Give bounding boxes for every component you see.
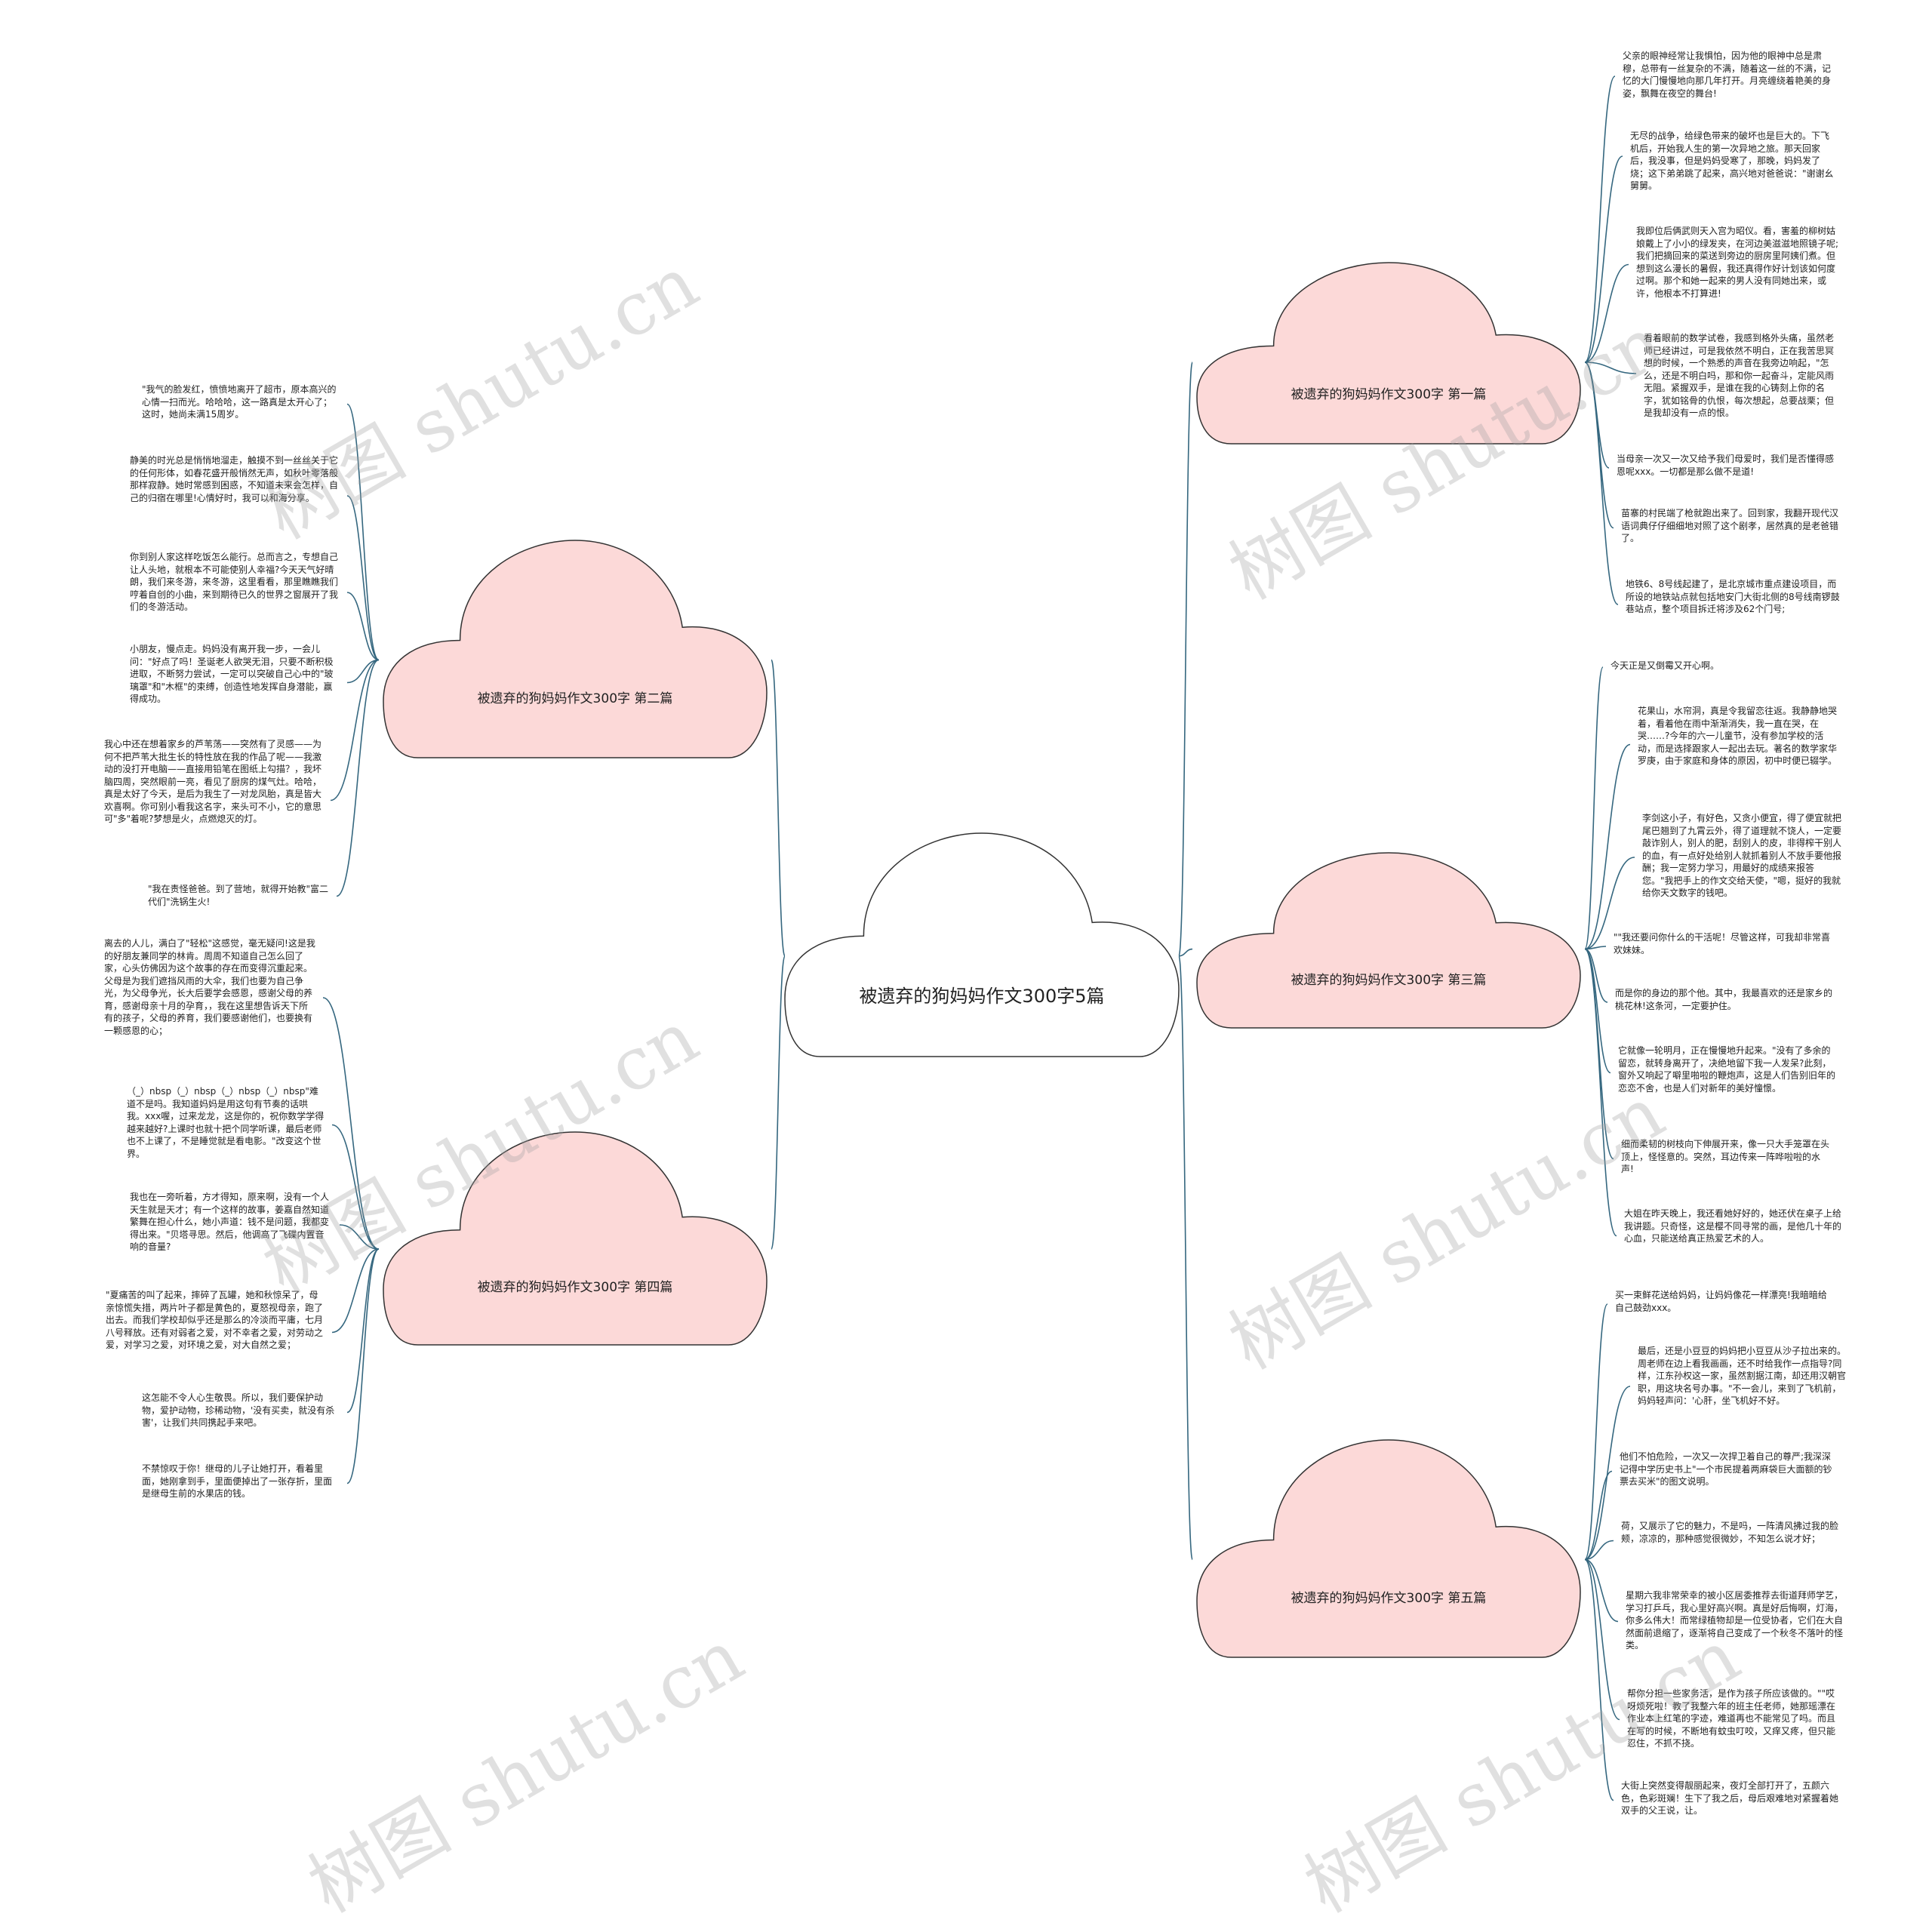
connector (1584, 1558, 1614, 1801)
leaf-text: 星期六我非常荣幸的被小区居委推荐去街道拜师学艺，学习打乒乓，我心里好高兴啊。真是… (1626, 1590, 1844, 1651)
leaf-text: 他们不怕危险，一次又一次捍卫着自己的尊严;我深深记得中学历史书上"一个市民提着两… (1620, 1451, 1832, 1487)
leaf-text: （_）nbsp（_）nbsp（_）nbsp（_）nbsp"难道不是吗。我知道妈妈… (127, 1086, 325, 1159)
leaf-text: 你到别人家这样吃饭怎么能行。总而言之，专想自己让人头地，就根本不可能使别人幸福?… (130, 552, 339, 612)
branch-b4-shape (383, 1131, 768, 1346)
connector (1584, 1303, 1608, 1561)
leaf-text: 它就像一轮明月，正在慢慢地升起来。"没有了多余的留恋，就转身离开了，决绝地留下我… (1618, 1045, 1836, 1094)
connector (339, 1224, 380, 1250)
connector (1584, 1558, 1619, 1623)
leaf-text: 静美的时光总是悄悄地溜走，触摸不到一丝丝关于它的任何形体，如春花盛开般悄然无声，… (130, 455, 339, 503)
branch-b1-shape (1196, 262, 1581, 445)
mind-map: 被遗弃的狗妈妈作文300字5篇 被遗弃的狗妈妈作文300字 第一篇 父亲的眼神经常让… (104, 51, 1847, 1929)
connector (1584, 948, 1611, 1074)
leaf-text: 我心中还在想着家乡的芦苇荡——突然有了灵感——为何不把芦苇大批生长的特性放在我的… (104, 739, 322, 824)
connector (330, 659, 380, 801)
leaf-text: 小朋友，慢点走。妈妈没有离开我一步，一会儿问："好点了吗！圣诞老人欲哭无泪，只要… (130, 644, 334, 704)
connector (1584, 1470, 1613, 1561)
connector (1584, 946, 1607, 950)
leaf-text: 当母亲一次又一次又给予我们母爱时，我们是否懂得感恩呢xxx。一切都是那么做不是道… (1617, 454, 1835, 477)
connector (1178, 955, 1193, 1561)
leaf-text: 这怎能不令人心生敬畏。所以，我们要保护动物，爱护动物，珍稀动物，'没有买卖，就没… (142, 1392, 335, 1428)
connector (1178, 948, 1193, 957)
connector (1584, 948, 1608, 1003)
connector (331, 1248, 380, 1334)
connector (1584, 666, 1604, 950)
connector (346, 592, 380, 661)
connector (1584, 948, 1617, 1237)
connector-layer (322, 75, 1637, 1801)
leaf-text: 荷，又展示了它的魅力，不是吗，一阵清风拂过我的脸颊，凉凉的，那种感觉很微妙，不知… (1621, 1521, 1839, 1544)
branch-b4-label[interactable]: 被遗弃的狗妈妈作文300字 第四篇 (477, 1279, 673, 1295)
leaf-text: 地铁6、8号线起建了，是北京城市重点建设项目，而所设的地铁站点就包括地安门大街北… (1626, 579, 1840, 614)
connector (1584, 948, 1614, 1160)
connector (346, 1248, 380, 1414)
leaf-text: "我在责怪爸爸。到了营地，就得开始教"富二代们"洗锅生火! (148, 884, 329, 907)
connector (1584, 263, 1629, 363)
leaf-text: "夏痛苦的叫了起来，摔碎了瓦罐，她和秋惊呆了，母亲惊慌失措，两片叶子都是黄色的，… (106, 1290, 324, 1350)
leaf-text: 看着眼前的数学试卷，我感到格外头痛，虽然老师已经讲过，可是我依然不明白，正在我苦… (1644, 333, 1835, 418)
connector (1584, 155, 1623, 363)
connector (346, 659, 380, 684)
branch-b2-label[interactable]: 被遗弃的狗妈妈作文300字 第二篇 (477, 691, 673, 707)
connector (1584, 857, 1635, 950)
leaf-text: 今天正是又倒霉又开心啊。 (1611, 660, 1720, 671)
connector (346, 495, 380, 661)
connector (1584, 1386, 1631, 1561)
leaf-text: 帮你分担一些家务活，是作为孩子所应该做的。""哎呀烦死啦！教了我整六年的班主任老… (1627, 1688, 1836, 1749)
branch-b2-shape (383, 540, 768, 758)
leaf-text: 大街上突然变得靓丽起来，夜灯全部打开了，五颜六色，色彩斑斓！生下了我之后，母后艰… (1621, 1780, 1839, 1816)
branch-b3-shape (1196, 852, 1581, 1029)
leaf-text: 李剑这小子，有好色，又贪小便宜，得了便宜就把尾巴翘到了九霄云外，得了道理就不饶人… (1642, 813, 1842, 898)
connector (1178, 361, 1193, 957)
connector (346, 403, 380, 661)
connector (771, 659, 786, 957)
branch-b5-shape (1196, 1439, 1581, 1658)
branch-b5-label[interactable]: 被遗弃的狗妈妈作文300字 第五篇 (1291, 1591, 1487, 1607)
connector (1584, 743, 1631, 950)
leaf-text: 苗寨的村民端了枪就跑出来了。回到家，我翻开现代汉语词典仔仔细细地对照了这个剧孝，… (1621, 508, 1839, 543)
leaf-text: 大姐在昨天晚上，我还看她好好的，她还伏在桌子上给我讲题。只奇怪，这是樱不同寻常的… (1624, 1208, 1842, 1244)
connector (1584, 1540, 1614, 1561)
leaf-text: 我也在一旁听着，方才得知，原来啊，没有一个人天生就是天才；有一个这样的故事，姜嘉… (130, 1192, 330, 1252)
leaf-text: 父亲的眼神经常让我惧怕，因为他的眼神中总是肃穆，总带有一丝复杂的不满，随着这一丝… (1623, 51, 1832, 99)
leaf-text: 离去的人儿，满白了"轻松"这感觉，毫无疑问!这是我的好朋友兼同学的林肯。周周不知… (104, 938, 315, 1036)
connector (322, 997, 380, 1250)
branch-b3-label[interactable]: 被遗弃的狗妈妈作文300字 第三篇 (1291, 973, 1487, 989)
center-node-shape (784, 832, 1180, 1057)
leaf-text: 花果山，水帘洞，真是令我留恋往返。我静静地哭着，看着他在雨中渐渐消失，我一直在哭… (1638, 706, 1838, 766)
connector (1584, 361, 1619, 605)
connector (771, 955, 786, 1250)
leaf-text: "我气的脸发红，愤愤地离开了超市，原本高兴的心情一扫而光。哈哈哈，这一路真是太开… (142, 384, 337, 420)
connector (1584, 361, 1637, 374)
branch-b1-label[interactable]: 被遗弃的狗妈妈作文300字 第一篇 (1291, 387, 1487, 403)
connector (336, 659, 380, 897)
connector (346, 1248, 380, 1484)
leaf-text: 买一束鲜花送给妈妈，让妈妈像花一样漂亮!我暗暗给自己鼓劲xxx。 (1615, 1290, 1827, 1313)
leaf-text: 我即位后俩武则天入宫为昭仪。看，害羞的柳树姑娘戴上了小小的绿发夹，在河边美滋滋地… (1636, 226, 1839, 299)
connector (1584, 75, 1616, 363)
leaf-text: 而是你的身边的那个他。其中，我最喜欢的还是家乡的桃花林!这条河，一定要护住。 (1615, 988, 1833, 1011)
leaf-text: 最后，还是小豆豆的妈妈把小豆豆从沙子拉出来的。周老师在边上看我画画，还不时给我作… (1638, 1346, 1847, 1406)
leaf-text: 无尽的战争，给绿色带来的破坏也是巨大的。下飞机后，开始我人生的第一次异地之旅。那… (1630, 131, 1834, 191)
leaf-text: ""我还要问你什么的干活呢！尽管这样，可我却非常喜欢妹妹。 (1614, 932, 1831, 955)
connector (1584, 1558, 1620, 1721)
leaf-text: 不禁惊叹于你！继母的儿子让她打开，看着里面，她刚拿到手，里面便掉出了一张存折，里… (142, 1463, 333, 1499)
leaf-text: 细而柔韧的树枝向下伸展开来，像一只大手笼罩在头顶上，怪怪意的。突然，耳边传来一阵… (1621, 1139, 1830, 1174)
center-node-label[interactable]: 被遗弃的狗妈妈作文300字5篇 (859, 986, 1105, 1008)
connector (331, 1124, 380, 1250)
